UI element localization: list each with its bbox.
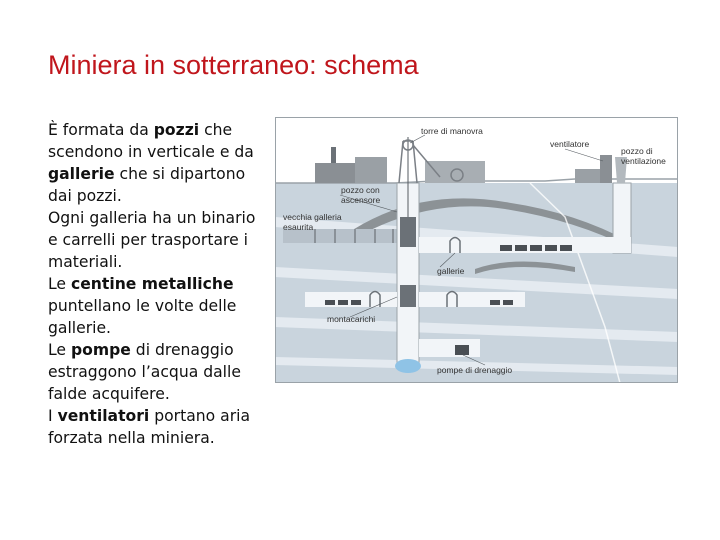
leader-lines xyxy=(339,134,604,366)
body-paragraph: Le pompe di drenaggio estraggono l’acqua… xyxy=(48,339,263,405)
text-run: È formata da xyxy=(48,121,154,139)
body-paragraph: Ogni galleria ha un binario e carrelli p… xyxy=(48,207,263,273)
bold-term: gallerie xyxy=(48,165,115,183)
diagram-frame xyxy=(275,117,678,383)
sump-water xyxy=(395,359,421,373)
label-pompe-di-drenaggio: pompe di drenaggio xyxy=(437,365,512,375)
text-run: Ogni galleria ha un binario e carrelli p… xyxy=(48,209,256,271)
label-pozzo-ascensore-1: pozzo con xyxy=(341,185,380,195)
label-vecchia-galleria-1: vecchia galleria xyxy=(283,212,342,222)
mine-diagram: torre di manovra ventilatore pozzo di ve… xyxy=(275,117,678,383)
body-paragraph: I ventilatori portano aria forzata nella… xyxy=(48,405,263,449)
upper-carts xyxy=(500,245,572,251)
label-vecchia-galleria-2: esaurita xyxy=(283,222,314,232)
lower-gallery xyxy=(419,339,480,357)
bold-term: ventilatori xyxy=(57,407,150,425)
text-run: che scendono in verticale e da xyxy=(48,121,254,161)
bold-term: pompe xyxy=(70,341,131,359)
body-text: È formata da pozzi che scendono in verti… xyxy=(48,119,263,449)
body-paragraph: Le centine metalliche puntellano le volt… xyxy=(48,273,263,339)
text-run: portano aria forzata nella miniera. xyxy=(48,407,250,447)
elevator-cage-lower xyxy=(400,285,416,307)
label-gallerie: gallerie xyxy=(437,266,465,276)
metal-arches xyxy=(369,236,461,307)
label-pozzo-ascensore-2: ascensore xyxy=(341,195,380,205)
text-run: Le xyxy=(48,275,71,293)
page-title: Miniera in sotterraneo: schema xyxy=(48,50,419,80)
fault-line xyxy=(529,182,621,383)
text-run: I xyxy=(48,407,58,425)
text-run: di drenaggio estraggono l’acqua dalle fa… xyxy=(48,341,241,403)
elevator-cage-upper xyxy=(400,217,416,247)
label-pozzo-ventilazione-2: ventilazione xyxy=(621,156,666,166)
head-frame xyxy=(398,139,464,184)
body-paragraph: È formata da pozzi che scendono in verti… xyxy=(48,119,263,207)
bold-term: centine metalliche xyxy=(70,275,234,293)
drainage-pump xyxy=(455,345,469,355)
label-torre-di-manovra: torre di manovra xyxy=(421,126,483,136)
text-run: Le xyxy=(48,341,71,359)
middle-carts xyxy=(325,300,513,305)
label-montacarichi: montacarichi xyxy=(327,314,375,324)
bold-term: pozzi xyxy=(153,121,200,139)
text-run: puntellano le volte delle gallerie. xyxy=(48,297,237,337)
ventilation-fan xyxy=(600,155,627,183)
surface-buildings xyxy=(315,147,605,183)
old-tunnel-props xyxy=(314,229,394,243)
old-tunnel xyxy=(283,229,403,243)
label-ventilatore: ventilatore xyxy=(550,139,589,149)
text-run: che si dipartono dai pozzi. xyxy=(48,165,246,205)
label-pozzo-ventilazione-1: pozzo di xyxy=(621,146,653,156)
